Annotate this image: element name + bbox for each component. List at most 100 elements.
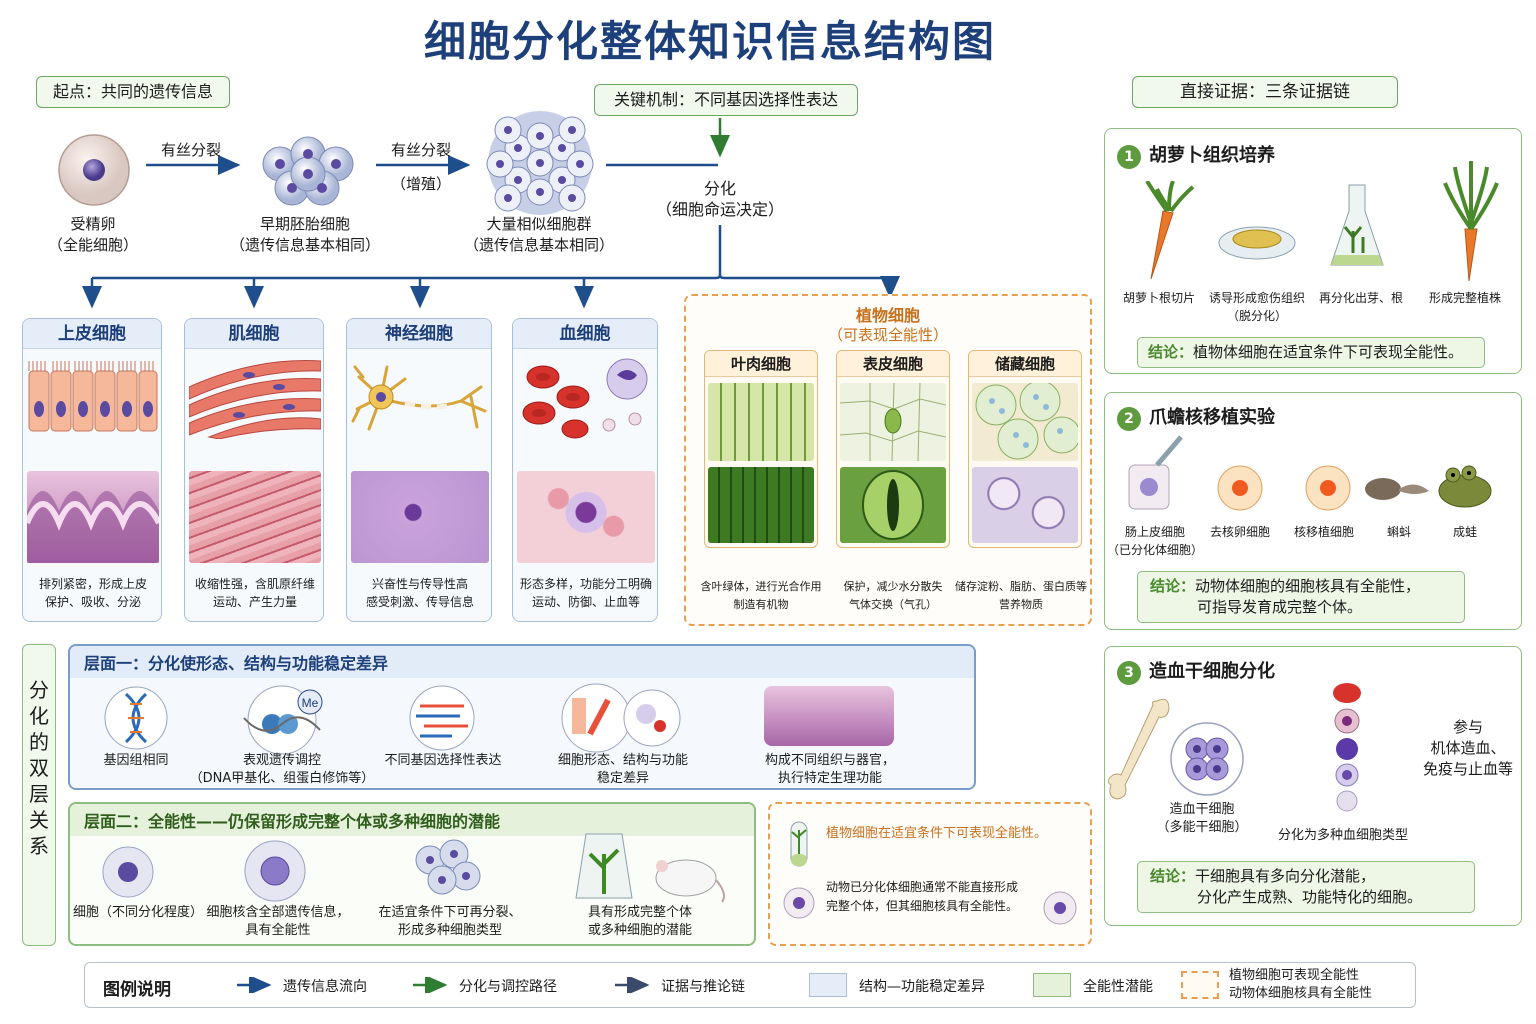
evidence-2-step-1-note: （已分化体细胞） xyxy=(1106,543,1203,557)
evidence-3-conclusion-text-2: 分化产生成熟、功能特化的细胞。 xyxy=(1197,888,1423,906)
epigenetic-icon: Me xyxy=(243,685,323,755)
petri-dish-callus-icon xyxy=(1218,226,1296,260)
legend: 图例说明 遗传信息流向 分化与调控路径 证据与推论链 结构—功能稳定差异 全能性… xyxy=(84,962,1416,1008)
mass-cell-nucleus xyxy=(568,194,576,202)
layer-2-step-1: 细胞（不同分化程度） xyxy=(72,905,203,920)
layer-1-step-4: 细胞形态、结构与功能 xyxy=(557,753,688,768)
differentiation-label: 分化 xyxy=(703,179,736,198)
storage-tissue-image xyxy=(972,467,1078,543)
mass-cell-nucleus xyxy=(536,188,544,196)
legend-navy-arrow-icon xyxy=(615,977,650,993)
cell-mass-note: （遗传信息基本相同） xyxy=(463,236,614,254)
muscle-desc-2: 运动、产生力量 xyxy=(212,595,297,609)
muscle-desc-1: 收缩性强，含肌原纤维 xyxy=(194,577,315,591)
evidence-2-conclusion: 结论：动物体细胞的细胞核具有全能性，可指导发育成完整个体。 xyxy=(1137,571,1465,623)
neuron-desc-1: 兴奋性与传导性高 xyxy=(371,577,468,591)
animal-cell-icon xyxy=(783,887,815,919)
muscle-tissue-image xyxy=(189,471,321,563)
carrot-plant-icon xyxy=(1443,161,1499,282)
layer-1-step-5: 构成不同组织与器官， xyxy=(764,753,895,768)
bone-icon xyxy=(1107,698,1170,800)
card-muscle-title: 肌细胞 xyxy=(185,319,323,349)
gene-expression-icon xyxy=(409,685,475,751)
mass-cell-nucleus xyxy=(558,176,566,184)
legend-plant-swatch xyxy=(1181,971,1219,999)
legend-title: 图例说明 xyxy=(103,980,171,1000)
mass-cell-nucleus xyxy=(504,126,512,134)
mass-cell-nucleus xyxy=(514,176,522,184)
layer-1-title: 层面一：分化使形态、结构与功能稳定差异 xyxy=(70,646,974,678)
note-plant: 植物细胞在适宜条件下可表现全能性。 xyxy=(826,826,1048,841)
mesophyll-cell-icon xyxy=(708,383,814,461)
neuron-tissue-image xyxy=(351,471,489,563)
card-blood-title: 血细胞 xyxy=(513,319,657,349)
layer-1-step-2-note: （DNA甲基化、组蛋白修饰等） xyxy=(189,771,375,786)
legend-item-2: 分化与调控路径 xyxy=(459,979,557,995)
cell-diversity-icon xyxy=(561,683,681,753)
epidermal-desc-1: 保护，减少水分散失 xyxy=(843,580,943,593)
epithelial-tissue-image xyxy=(27,471,159,563)
evidence-1-conclusion-text: 植物体细胞在适宜条件下可表现全能性。 xyxy=(1193,343,1464,361)
layer-1-step-2: 表观遗传调控 xyxy=(242,753,321,768)
evidence-3-diff-label: 分化为多种血细胞类型 xyxy=(1277,828,1408,843)
mesophyll-tissue-image xyxy=(708,467,814,543)
nuclear-transfer-cell-icon xyxy=(1305,465,1351,511)
mass-cell-nucleus xyxy=(536,132,544,140)
page-title: 细胞分化整体知识信息结构图 xyxy=(423,17,996,66)
evidence-3-role-2: 机体造血、 xyxy=(1430,739,1506,757)
legend-item-4: 结构—功能稳定差异 xyxy=(859,979,985,995)
evidence-1-step-4: 形成完整植株 xyxy=(1428,291,1501,305)
epithelial-desc-1: 排列紧密，形成上皮 xyxy=(38,577,147,591)
plant-subtitle: （可表现全能性） xyxy=(827,326,948,344)
muscle-cell-icon xyxy=(189,360,321,439)
proliferation-note: （增殖） xyxy=(390,175,451,193)
layer-2-step-3b: 形成多种细胞类型 xyxy=(397,923,502,938)
evidence-3-role-1: 参与 xyxy=(1452,718,1483,736)
layer-2-step-3: 在适宜条件下可再分裂、 xyxy=(378,905,522,920)
layer-2-step-4b: 或多种细胞的潜能 xyxy=(587,923,692,938)
card-epithelial-title: 上皮细胞 xyxy=(23,319,161,349)
epidermal-title: 表皮细胞 xyxy=(837,351,949,377)
layer-2-title: 层面二：全能性——仍保留形成完整个体或多种细胞的潜能 xyxy=(70,804,754,836)
neuron-icon xyxy=(351,365,487,431)
layer-1-box: 层面一：分化使形态、结构与功能稳定差异 Me 基因组相同 表观遗传调控（DNA甲… xyxy=(68,644,976,790)
side-label: 分化的双层关系 xyxy=(22,644,56,946)
note-animal-2: 完整个体，但其细胞核具有全能性。 xyxy=(826,899,1019,913)
mass-cell-nucleus xyxy=(576,160,584,168)
evidence-1-conclusion: 结论：植物体细胞在适宜条件下可表现全能性。 xyxy=(1137,337,1485,368)
zygote-note: （全能细胞） xyxy=(47,236,138,254)
evidence-2-conclusion-text-2: 可指导发育成完整个体。 xyxy=(1197,598,1363,616)
mitosis-label-2: 有丝分裂 xyxy=(390,141,451,159)
totipotency-notes-box: 植物细胞在适宜条件下可表现全能性。 动物已分化体细胞通常不能直接形成完整个体，但… xyxy=(768,802,1092,946)
cell-mass-label: 大量相似细胞群 xyxy=(486,215,592,233)
mechanism-tag: 关键机制：不同基因选择性表达 xyxy=(594,84,858,116)
test-tube-plant-icon xyxy=(790,821,808,867)
card-epidermal: 表皮细胞 xyxy=(836,350,950,548)
card-mesophyll: 叶肉细胞 xyxy=(704,350,818,548)
mitosis-label-1: 有丝分裂 xyxy=(160,141,221,159)
legend-item-7: 动物体细胞核具有全能性 xyxy=(1229,986,1373,1001)
enucleated-egg-icon xyxy=(1217,465,1263,511)
epidermal-cell-icon xyxy=(840,383,946,461)
side-label-char: 层 xyxy=(29,782,49,806)
tadpole-icon xyxy=(1365,478,1429,500)
legend-totipotency-swatch xyxy=(1033,973,1071,997)
legend-item-1: 遗传信息流向 xyxy=(283,979,367,995)
evidence-3-role-3: 免疫与止血等 xyxy=(1422,760,1513,778)
evidence-2-conclusion-label: 结论： xyxy=(1150,577,1196,595)
evidence-3-conclusion-text: 干细胞具有多向分化潜能， xyxy=(1195,867,1376,885)
side-label-char: 双 xyxy=(29,756,49,780)
layer-2-step-2b: 具有全能性 xyxy=(245,923,311,938)
zygote-icon xyxy=(58,134,130,206)
side-label-char: 的 xyxy=(29,730,49,754)
card-epithelial: 上皮细胞 排列紧密，形成上皮保护、吸收、分泌 xyxy=(22,318,162,622)
hsc-label: 造血干细胞 xyxy=(1169,802,1235,817)
side-label-char: 系 xyxy=(29,834,49,858)
carrot-icon xyxy=(1145,181,1195,280)
mesophyll-title: 叶肉细胞 xyxy=(705,351,817,377)
intestinal-cell-pipette-icon xyxy=(1128,435,1183,510)
plant-title: 植物细胞 xyxy=(855,306,920,325)
card-storage: 储藏细胞 xyxy=(968,350,1082,548)
layer-1-step-5b: 执行特定生理功能 xyxy=(777,771,882,786)
